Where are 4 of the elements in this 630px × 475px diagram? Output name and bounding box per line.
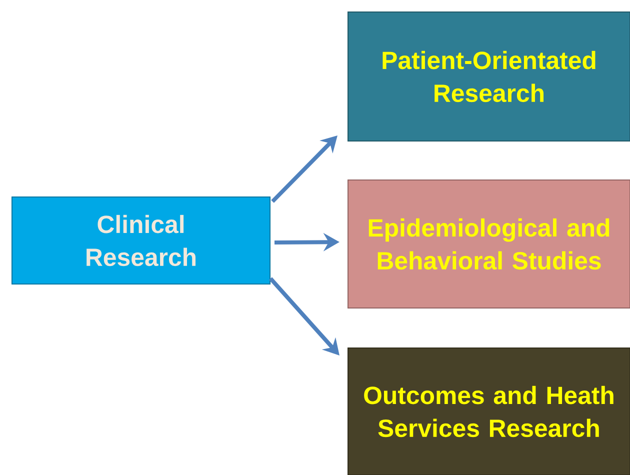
research-box: Outcomes and Heath Services Research — [348, 348, 630, 475]
research-box: Patient-Orientated Research — [348, 12, 630, 142]
research-box: Clinical Research — [12, 196, 270, 284]
research-box: Epidemiological and Behavioral Studies — [348, 180, 630, 308]
